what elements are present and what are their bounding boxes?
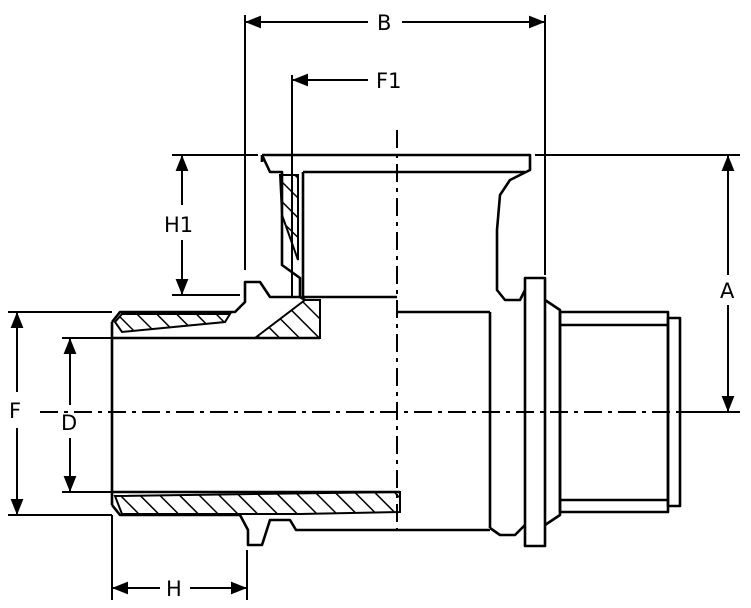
dimension-F: F — [8, 311, 112, 516]
dimension-A: A — [535, 154, 740, 413]
section-hatching — [113, 174, 401, 515]
label-F1: F1 — [376, 69, 401, 93]
fitting-body — [110, 153, 682, 548]
dimension-D: D — [61, 337, 112, 493]
dimension-H1: H1 — [164, 154, 258, 296]
label-H: H — [166, 577, 182, 601]
label-A: A — [720, 279, 735, 303]
label-H1: H1 — [164, 213, 193, 237]
dimension-B: B — [244, 11, 546, 275]
label-D: D — [61, 411, 77, 435]
dimension-F1: F1 — [291, 69, 401, 297]
label-F: F — [9, 399, 21, 423]
label-B: B — [377, 11, 391, 35]
dimension-H: H — [111, 515, 248, 601]
